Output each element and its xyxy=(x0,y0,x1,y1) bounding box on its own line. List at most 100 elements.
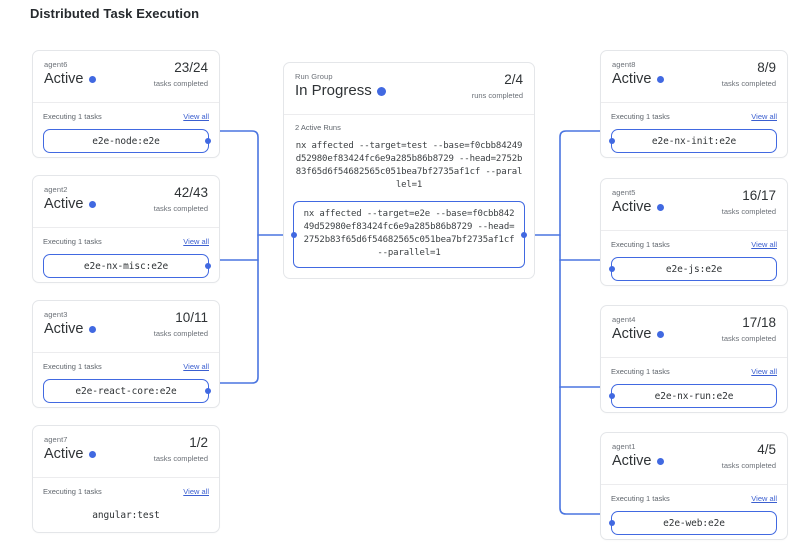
agent-progress-label: tasks completed xyxy=(153,79,208,88)
agent-progress: 23/24 tasks completed xyxy=(154,60,208,88)
agent-card[interactable]: agent7 Active 1/2 tasks completed Execut… xyxy=(32,425,220,533)
agent-status-label: Active xyxy=(44,321,84,337)
agent-card-header: agent2 Active 42/43 tasks completed xyxy=(33,176,219,228)
agent-progress-label: tasks completed xyxy=(721,207,776,216)
connector-dot-icon xyxy=(609,393,615,399)
executing-label: Executing 1 tasks xyxy=(43,362,102,371)
agent-progress-count: 1/2 xyxy=(189,435,208,450)
agent-status: Active xyxy=(612,198,776,216)
agent-progress: 42/43 tasks completed xyxy=(154,185,208,213)
agent-progress-count: 42/43 xyxy=(174,185,208,200)
agent-executing-row: Executing 1 tasks View all xyxy=(611,240,777,249)
agent-card-body: Executing 1 tasks View all e2e-react-cor… xyxy=(33,353,219,414)
run-group-progress-count: 2/4 xyxy=(504,72,523,87)
page-title: Distributed Task Execution xyxy=(30,6,200,21)
agent-card-header: agent5 Active 16/17 tasks completed xyxy=(601,179,787,231)
task-pill[interactable]: e2e-nx-run:e2e xyxy=(609,384,777,408)
agent-progress-count: 8/9 xyxy=(757,60,776,75)
agent-executing-row: Executing 1 tasks View all xyxy=(43,362,209,371)
agent-card[interactable]: agent8 Active 8/9 tasks completed Execut… xyxy=(600,50,788,158)
agent-card[interactable]: agent5 Active 16/17 tasks completed Exec… xyxy=(600,178,788,286)
agent-name: agent4 xyxy=(612,315,636,324)
run-group-header: Run Group In Progress 2/4 runs completed xyxy=(284,63,534,115)
agent-card[interactable]: agent2 Active 42/43 tasks completed Exec… xyxy=(32,175,220,283)
agent-status-label: Active xyxy=(44,71,84,87)
agent-status: Active xyxy=(44,195,208,213)
view-all-link[interactable]: View all xyxy=(183,487,209,496)
task-label: e2e-nx-misc:e2e xyxy=(83,260,169,272)
agent-card-body: Executing 1 tasks View all e2e-nx-misc:e… xyxy=(33,228,219,289)
agent-card[interactable]: agent1 Active 4/5 tasks completed Execut… xyxy=(600,432,788,540)
agent-card-body: Executing 1 tasks View all e2e-js:e2e xyxy=(601,231,787,292)
agent-executing-row: Executing 1 tasks View all xyxy=(43,237,209,246)
agent-executing-row: Executing 1 tasks View all xyxy=(611,494,777,503)
view-all-link[interactable]: View all xyxy=(751,240,777,249)
agent-progress-label: tasks completed xyxy=(721,461,776,470)
agent-executing-row: Executing 1 tasks View all xyxy=(611,112,777,121)
agent-progress: 16/17 tasks completed xyxy=(722,188,776,216)
task-pill[interactable]: e2e-react-core:e2e xyxy=(43,379,211,403)
run-command[interactable]: nx affected --target=test --base=f0cbb84… xyxy=(295,141,523,190)
agent-name: agent1 xyxy=(612,442,636,451)
agent-card-header: agent7 Active 1/2 tasks completed xyxy=(33,426,219,478)
agent-card-body: Executing 1 tasks View all e2e-nx-init:e… xyxy=(601,103,787,164)
view-all-link[interactable]: View all xyxy=(751,494,777,503)
view-all-link[interactable]: View all xyxy=(183,362,209,371)
run-command-active[interactable]: nx affected --target=e2e --base=f0cbb842… xyxy=(291,201,527,268)
agent-progress-count: 4/5 xyxy=(757,442,776,457)
agent-status-label: Active xyxy=(44,196,84,212)
agent-status-label: Active xyxy=(612,199,652,215)
agent-progress-count: 23/24 xyxy=(174,60,208,75)
task-pill[interactable]: e2e-web:e2e xyxy=(609,511,777,535)
agent-progress-label: tasks completed xyxy=(153,454,208,463)
agent-status: Active xyxy=(612,325,776,343)
agent-card[interactable]: agent4 Active 17/18 tasks completed Exec… xyxy=(600,305,788,413)
task-label: e2e-react-core:e2e xyxy=(75,385,177,397)
agent-executing-row: Executing 1 tasks View all xyxy=(43,487,209,496)
executing-label: Executing 1 tasks xyxy=(43,487,102,496)
agent-status-label: Active xyxy=(612,326,652,342)
agent-card-body: Executing 1 tasks View all e2e-nx-run:e2… xyxy=(601,358,787,419)
task-pill[interactable]: e2e-nx-init:e2e xyxy=(609,129,777,153)
agent-progress: 8/9 tasks completed xyxy=(722,60,776,88)
task-label-plain[interactable]: angular:test xyxy=(92,509,160,521)
run-group-status-label: In Progress xyxy=(295,82,372,99)
task-label: e2e-js:e2e xyxy=(665,263,723,275)
run-group-kicker: Run Group xyxy=(295,72,333,81)
agent-name: agent7 xyxy=(44,435,68,444)
agent-card[interactable]: agent3 Active 10/11 tasks completed Exec… xyxy=(32,300,220,408)
run-group-card[interactable]: Run Group In Progress 2/4 runs completed… xyxy=(283,62,535,279)
task-pill[interactable]: e2e-nx-misc:e2e xyxy=(43,254,211,278)
agent-card-body: Executing 1 tasks View all e2e-web:e2e xyxy=(601,485,787,546)
view-all-link[interactable]: View all xyxy=(751,112,777,121)
agent-name: agent5 xyxy=(612,188,636,197)
agent-progress: 17/18 tasks completed xyxy=(722,315,776,343)
task-pill[interactable]: e2e-node:e2e xyxy=(43,129,211,153)
agent-status: Active xyxy=(44,320,208,338)
run-group-progress-label: runs completed xyxy=(471,91,523,100)
agent-progress-label: tasks completed xyxy=(153,329,208,338)
executing-label: Executing 1 tasks xyxy=(611,112,670,121)
executing-label: Executing 1 tasks xyxy=(611,494,670,503)
agent-card-header: agent1 Active 4/5 tasks completed xyxy=(601,433,787,485)
view-all-link[interactable]: View all xyxy=(183,237,209,246)
status-dot-icon xyxy=(656,203,664,211)
view-all-link[interactable]: View all xyxy=(183,112,209,121)
run-group-status: In Progress xyxy=(295,82,523,100)
connector-dot-icon xyxy=(205,388,211,394)
task-pill[interactable]: e2e-js:e2e xyxy=(609,257,777,281)
connector-dot-icon xyxy=(609,520,615,526)
view-all-link[interactable]: View all xyxy=(751,367,777,376)
status-dot-icon xyxy=(88,75,96,83)
agent-card-header: agent8 Active 8/9 tasks completed xyxy=(601,51,787,103)
agent-progress: 1/2 tasks completed xyxy=(154,435,208,463)
agent-card[interactable]: agent6 Active 23/24 tasks completed Exec… xyxy=(32,50,220,158)
status-dot-icon xyxy=(656,75,664,83)
agent-card-body: Executing 1 tasks View all e2e-node:e2e xyxy=(33,103,219,164)
connector-dot-icon xyxy=(205,138,211,144)
task-label: e2e-nx-run:e2e xyxy=(654,390,734,402)
agent-card-header: agent6 Active 23/24 tasks completed xyxy=(33,51,219,103)
connector-dot-icon xyxy=(291,231,297,238)
connector-dot-icon xyxy=(205,263,211,269)
